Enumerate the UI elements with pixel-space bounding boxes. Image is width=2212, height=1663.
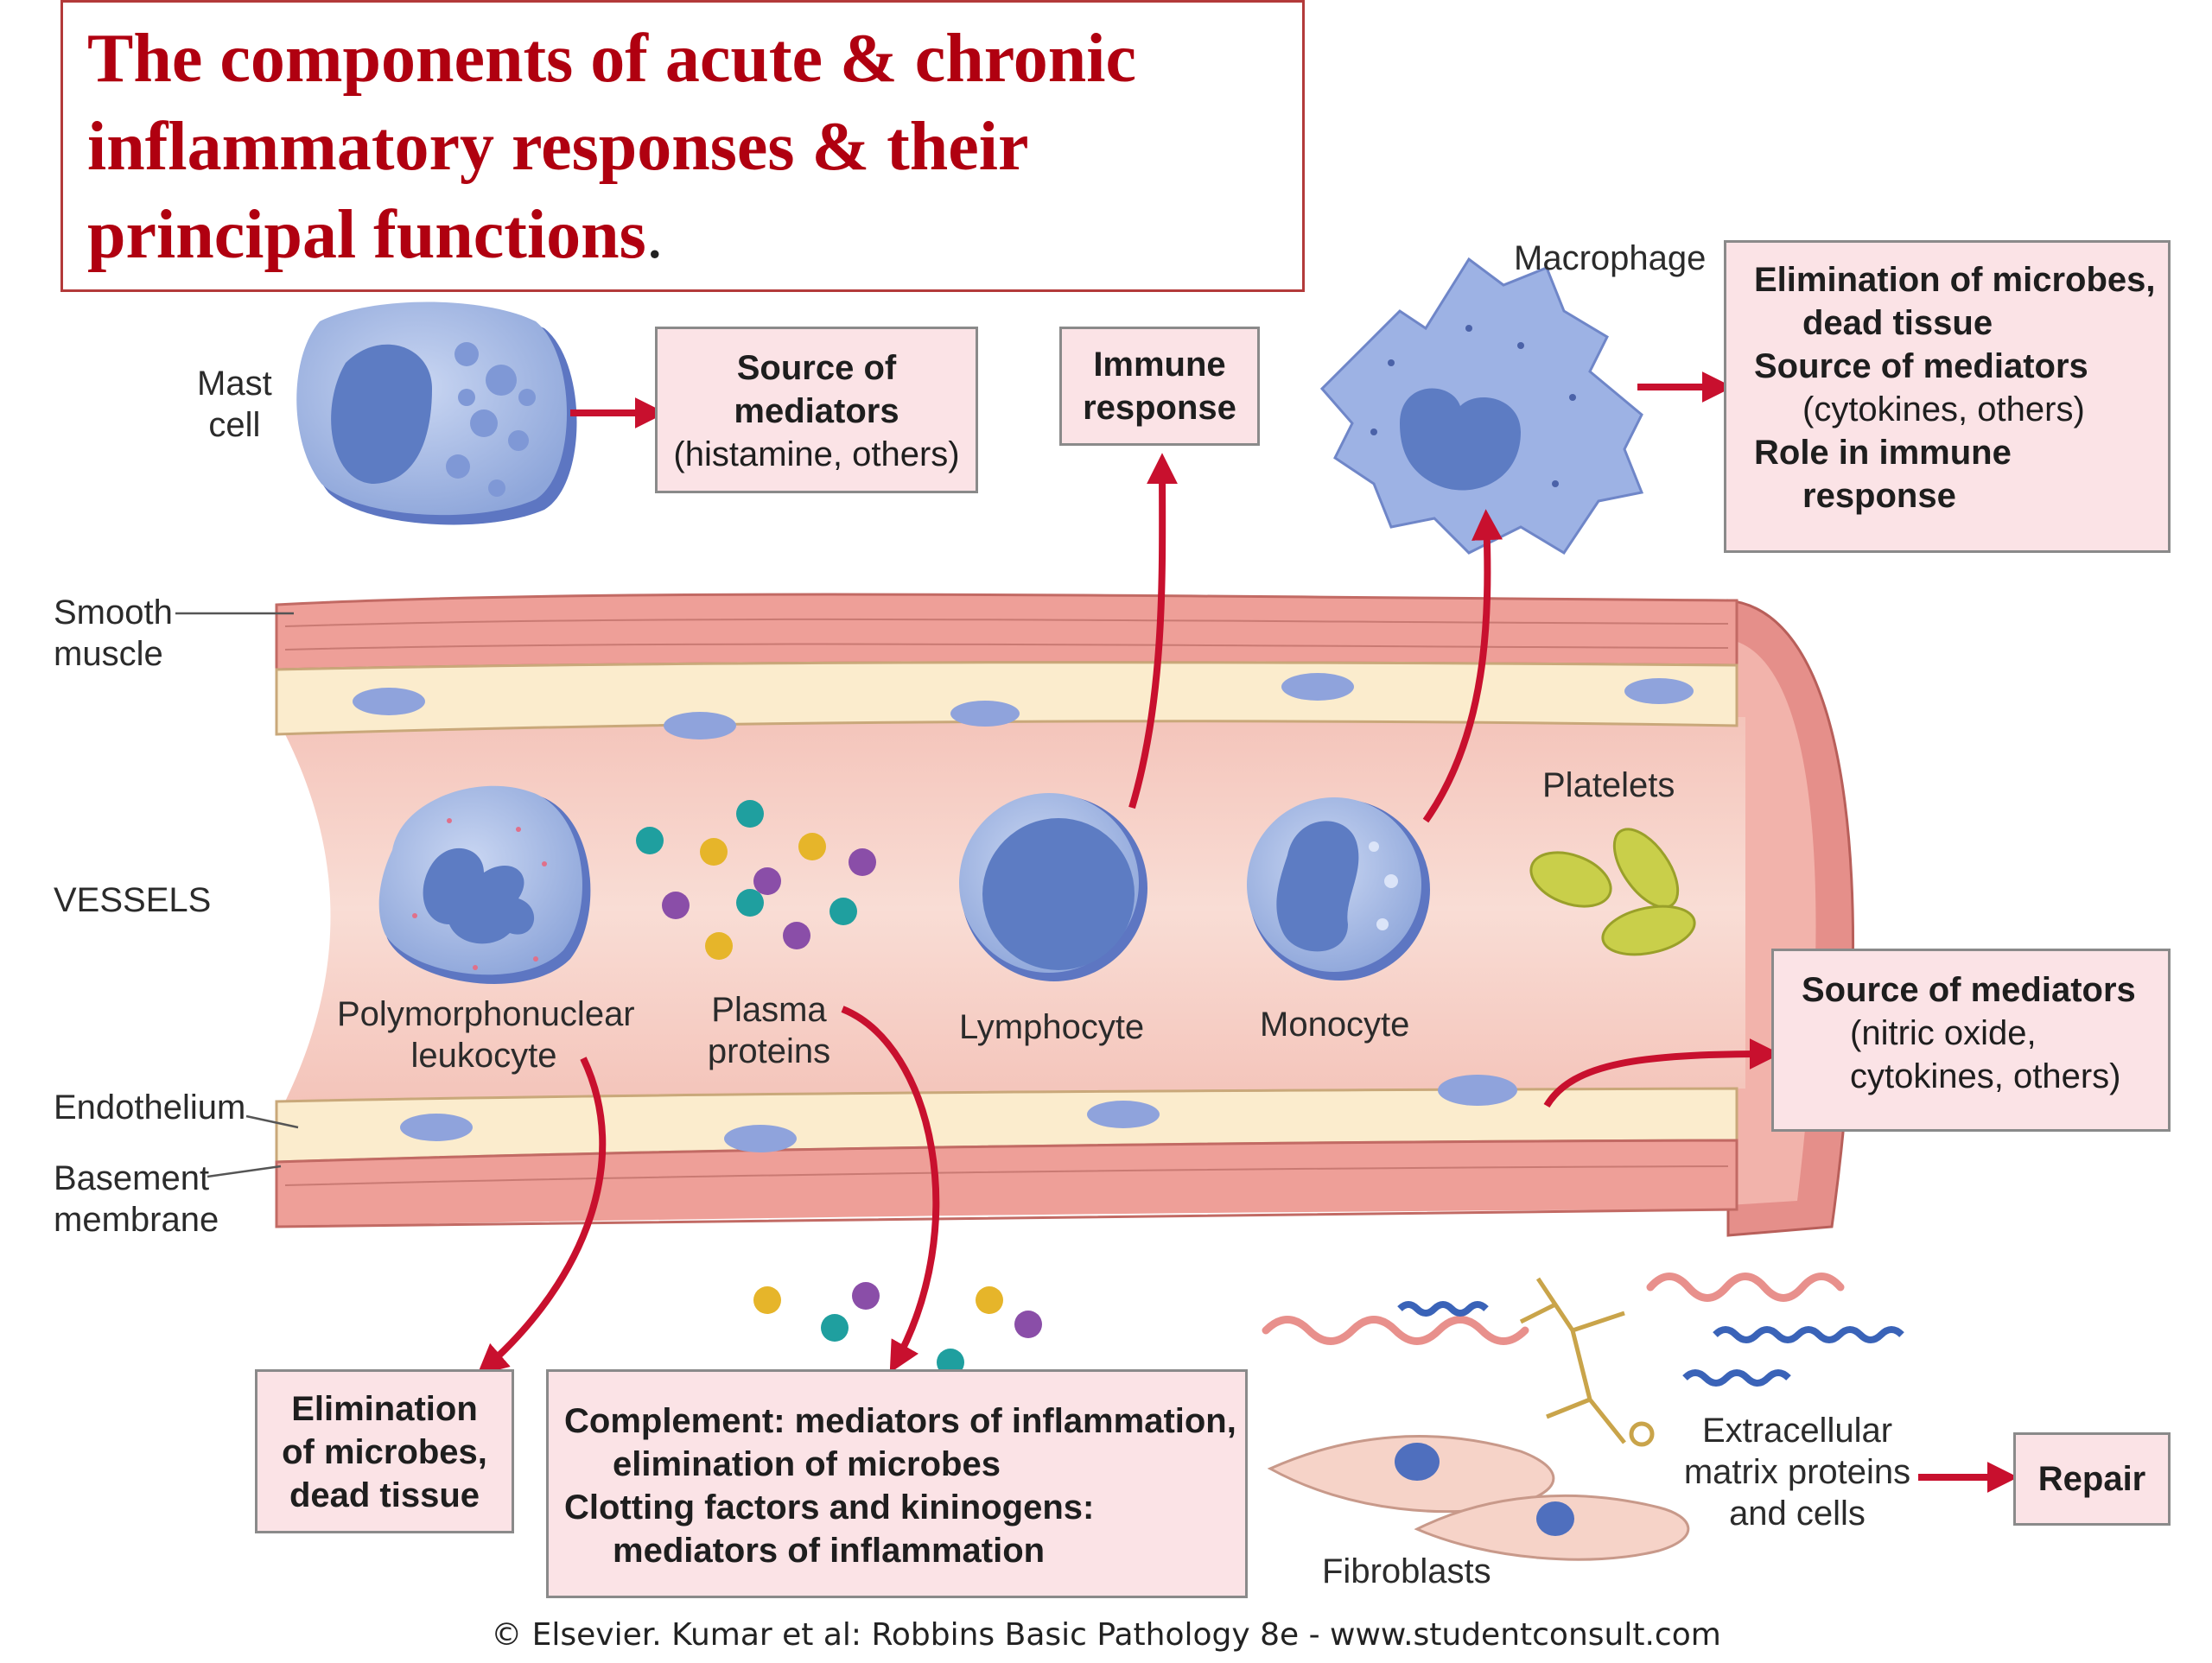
box-macrophage-line-4: (cytokines, others)	[1802, 390, 2085, 428]
label-ecm: Extracellular matrix proteins and cells	[1676, 1410, 1918, 1534]
box-endothelium-line-3: cytokines, others)	[1850, 1057, 2121, 1095]
box-immune-response-line-1: Immune	[1093, 346, 1226, 384]
box-macrophage-line-6: response	[1802, 477, 1956, 515]
box-mast-mediators: Source of mediators (histamine, others)	[655, 327, 978, 493]
box-complement-line-3: Clotting factors and kininogens:	[564, 1488, 1095, 1527]
box-endothelium-line-1: Source of mediators	[1802, 971, 2136, 1009]
label-mast-cell: Mast cell	[197, 363, 272, 446]
box-complement: Complement: mediators of inflammation, e…	[546, 1369, 1248, 1598]
box-macrophage-line-2: dead tissue	[1802, 304, 1993, 342]
arrow-lymphocyte-to-immune	[1128, 453, 1179, 809]
title-line-3: principal functions.	[87, 191, 1302, 279]
smooth-muscle-top	[275, 593, 1738, 671]
pmn-leukocyte	[378, 785, 591, 984]
label-platelets: Platelets	[1542, 766, 1675, 804]
label-ecm-line-1: Extracellular	[1701, 1412, 1893, 1450]
arrow-monocyte-to-macrophage	[1422, 509, 1503, 823]
label-mast-cell-line-1: Mast	[197, 365, 272, 403]
box-pmn-line-1: Elimination	[291, 1390, 478, 1428]
label-pmn-line-2: leukocyte	[410, 1037, 557, 1075]
monocyte	[1247, 797, 1430, 981]
fibroblasts	[1267, 1435, 1690, 1561]
title-period: .	[645, 197, 664, 273]
label-plasma-proteins: Plasma proteins	[683, 989, 855, 1072]
box-immune-response: Immune response	[1059, 327, 1260, 446]
platelets	[1529, 828, 1696, 956]
box-mast-mediators-line-1: Source of	[736, 349, 897, 387]
box-endothelium-line-2: (nitric oxide,	[1850, 1014, 2037, 1052]
lymphocyte	[959, 793, 1147, 981]
label-smooth-muscle-line-1: Smooth	[54, 593, 173, 632]
box-pmn-elimination: Elimination of microbes, dead tissue	[255, 1369, 514, 1533]
arrow-pmn-to-elimination	[476, 1057, 607, 1376]
leader-lines	[175, 612, 299, 1178]
box-complement-line-4: mediators of inflammation	[613, 1532, 1046, 1570]
label-basement-membrane-line-2: membrane	[54, 1201, 219, 1239]
box-mast-mediators-line-2: mediators	[734, 392, 899, 430]
box-pmn-line-3: dead tissue	[289, 1476, 480, 1514]
plasma-proteins	[636, 800, 876, 960]
label-smooth-muscle-line-2: muscle	[54, 635, 163, 673]
credit-line: © Elsevier. Kumar et al: Robbins Basic P…	[491, 1617, 1721, 1653]
title-line-1: The components of acute & chronic	[87, 21, 1136, 97]
title-line-3-text: principal functions	[87, 197, 646, 273]
label-mast-cell-line-2: cell	[208, 406, 261, 444]
box-mast-mediators-line-3: (histamine, others)	[673, 435, 960, 473]
arrows	[476, 371, 2018, 1493]
label-monocyte: Monocyte	[1260, 1006, 1410, 1044]
complement-proteins	[753, 1282, 1042, 1376]
label-basement-membrane: Basement membrane	[54, 1158, 219, 1241]
mast-cell	[296, 301, 577, 525]
label-endothelium: Endothelium	[54, 1089, 246, 1127]
label-lymphocyte: Lymphocyte	[959, 1008, 1145, 1046]
box-endothelium-mediators: Source of mediators (nitric oxide, cytok…	[1771, 949, 2171, 1132]
box-repair: Repair	[2013, 1432, 2171, 1526]
label-ecm-line-3: and cells	[1729, 1495, 1866, 1533]
box-macrophage-functions: Elimination of microbes, dead tissue Sou…	[1724, 240, 2171, 553]
box-complement-line-2: elimination of microbes	[613, 1445, 1001, 1483]
box-complement-line-1: Complement: mediators of inflammation,	[564, 1402, 1236, 1440]
label-plasma-proteins-line-1: Plasma	[711, 991, 827, 1029]
label-pmn: Polymorphonuclear leukocyte	[337, 993, 635, 1076]
box-pmn-line-2: of microbes,	[282, 1433, 487, 1471]
arrow-plasma-to-complement	[841, 1006, 940, 1374]
box-immune-response-line-2: response	[1083, 389, 1236, 427]
label-smooth-muscle: Smooth muscle	[54, 592, 173, 675]
box-macrophage-line-5: Role in immune	[1754, 434, 2012, 472]
title-box: The components of acute & chronic inflam…	[60, 0, 1305, 292]
label-pmn-line-1: Polymorphonuclear	[337, 995, 635, 1033]
arrow-endothelium-to-mediators	[1543, 1038, 1781, 1108]
box-macrophage-line-1: Elimination of microbes,	[1754, 261, 2156, 299]
label-macrophage: Macrophage	[1514, 239, 1707, 277]
box-repair-label: Repair	[2037, 1460, 2146, 1498]
label-basement-membrane-line-1: Basement	[54, 1159, 210, 1197]
label-plasma-proteins-line-2: proteins	[707, 1032, 831, 1070]
label-vessels: VESSELS	[54, 881, 212, 919]
label-fibroblasts: Fibroblasts	[1322, 1552, 1491, 1590]
title-line-2: inflammatory responses & their	[87, 109, 1029, 185]
macrophage	[1319, 257, 1644, 555]
box-macrophage-line-3: Source of mediators	[1754, 347, 2088, 385]
extracellular-matrix	[1262, 1273, 1904, 1447]
label-ecm-line-2: matrix proteins	[1683, 1453, 1911, 1491]
